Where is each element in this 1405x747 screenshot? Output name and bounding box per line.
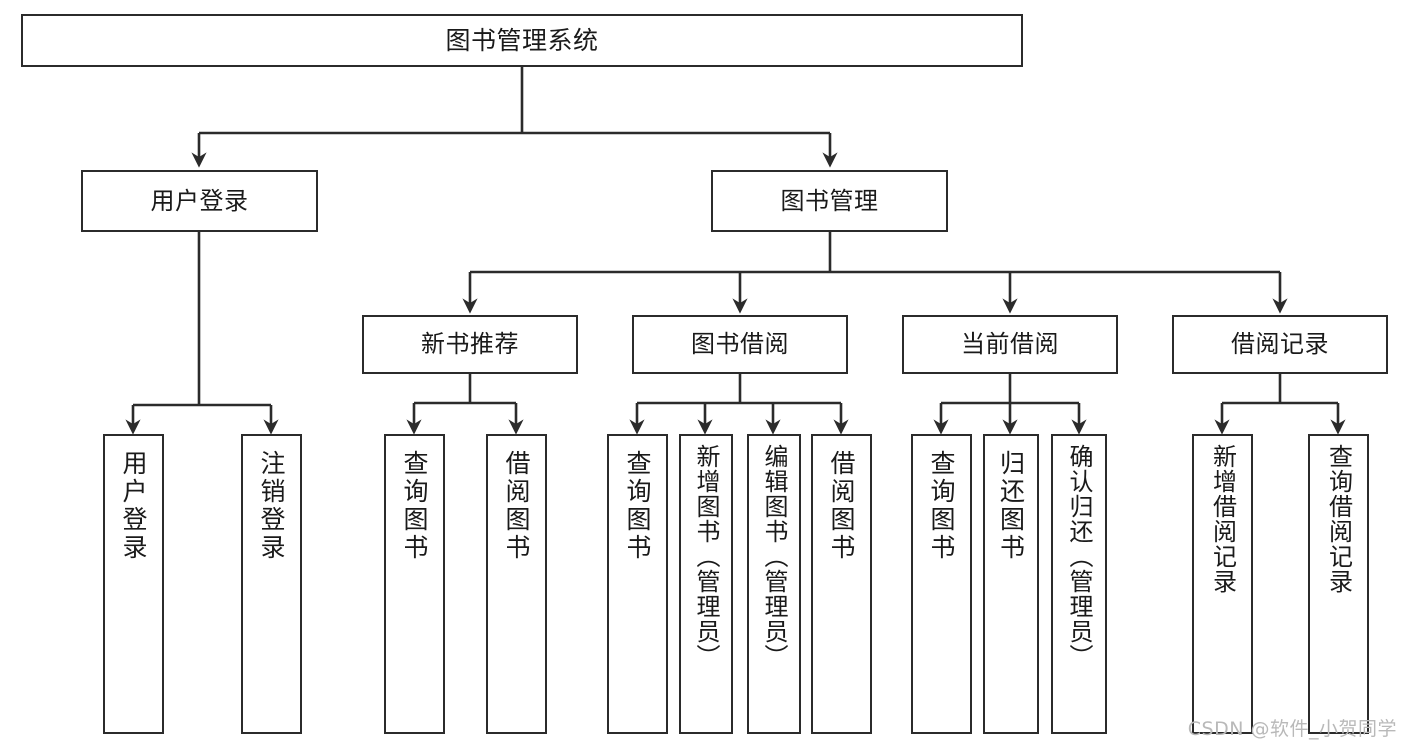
node-new-book-recommend[interactable]: 新书推荐 (362, 315, 578, 374)
leaf-return-book[interactable]: 归还图书 (983, 434, 1039, 734)
leaf-user-login[interactable]: 用户登录 (103, 434, 164, 734)
leaf-borrow-book-new[interactable]: 借阅图书 (486, 434, 547, 734)
node-label: 用户登录 (119, 450, 148, 562)
node-borrow-record[interactable]: 借阅记录 (1172, 315, 1388, 374)
leaf-query-borrow-record[interactable]: 查询借阅记录 (1308, 434, 1369, 734)
node-book-management[interactable]: 图书管理 (711, 170, 948, 232)
node-label: 新书推荐 (421, 330, 519, 359)
leaf-add-borrow-record[interactable]: 新增借阅记录 (1192, 434, 1253, 734)
node-label: 查询图书 (623, 450, 652, 562)
node-label: 借阅记录 (1231, 330, 1329, 359)
node-label: 查询借阅记录 (1324, 444, 1353, 594)
node-label: 归还图书 (996, 450, 1026, 562)
leaf-borrow-book[interactable]: 借阅图书 (811, 434, 872, 734)
leaf-edit-book-admin[interactable]: 编辑图书（管理员） (747, 434, 801, 734)
leaf-query-book-new[interactable]: 查询图书 (384, 434, 445, 734)
node-root-system[interactable]: 图书管理系统 (21, 14, 1023, 67)
node-label: 新增借阅记录 (1208, 444, 1237, 594)
node-label: 注销登录 (257, 450, 286, 562)
node-label: 确认归还（管理员） (1065, 444, 1093, 669)
node-label: 当前借阅 (961, 330, 1059, 359)
node-label: 借阅图书 (502, 450, 531, 562)
node-label: 图书管理 (780, 186, 879, 215)
leaf-confirm-return-admin[interactable]: 确认归还（管理员） (1051, 434, 1107, 734)
node-label: 图书管理系统 (445, 25, 599, 55)
node-label: 新增图书（管理员） (692, 444, 720, 669)
csdn-watermark: CSDN @软件_小贺同学 (1187, 718, 1397, 740)
node-label: 查询图书 (927, 450, 956, 562)
leaf-query-book-current[interactable]: 查询图书 (911, 434, 972, 734)
node-label: 借阅图书 (827, 450, 856, 562)
leaf-user-logout[interactable]: 注销登录 (241, 434, 302, 734)
node-label: 查询图书 (400, 450, 429, 562)
leaf-query-book-borrow[interactable]: 查询图书 (607, 434, 668, 734)
node-label: 编辑图书（管理员） (760, 444, 788, 669)
node-label: 图书借阅 (691, 330, 789, 359)
node-label: 用户登录 (150, 186, 249, 215)
node-user-login[interactable]: 用户登录 (81, 170, 318, 232)
leaf-add-book-admin[interactable]: 新增图书（管理员） (679, 434, 733, 734)
node-book-borrow[interactable]: 图书借阅 (632, 315, 848, 374)
node-current-borrow[interactable]: 当前借阅 (902, 315, 1118, 374)
